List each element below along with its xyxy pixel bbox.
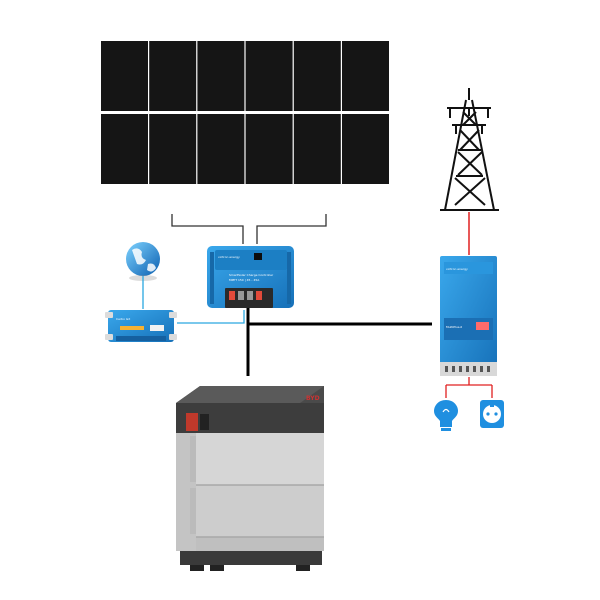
inverter-model: MultiPlus-II (446, 325, 462, 329)
pv-wiring (171, 214, 327, 244)
solar-panel (149, 114, 197, 184)
solar-panel (101, 114, 148, 184)
dc-bus-wiring (246, 308, 432, 376)
inverter-charger: victron energy MultiPlus-II (440, 256, 497, 376)
globe-icon (126, 242, 160, 281)
gx-label: Cerbo GX (116, 317, 130, 321)
solar-panel (293, 41, 341, 111)
ac-loads-wiring (445, 377, 493, 398)
power-socket-icon (480, 400, 504, 428)
solar-panel (197, 41, 245, 111)
solar-panel (293, 114, 341, 184)
solar-panel (245, 41, 293, 111)
solar-panel (101, 41, 148, 111)
controller-brand: victron energy (218, 255, 240, 259)
battery-brand: BYD (306, 395, 320, 402)
solar-panel (197, 114, 245, 184)
charge-controller: victron energy SmartSolar Charge Control… (207, 246, 294, 308)
light-bulb-icon (434, 400, 458, 431)
inverter-brand: victron energy (446, 267, 468, 271)
comm-wire-gx (177, 310, 245, 324)
solar-panel (342, 41, 389, 111)
solar-array (101, 41, 389, 184)
controller-model-line2: MPPT 150 | 45 - 45A (229, 278, 260, 282)
gx-device: Cerbo GX (105, 310, 177, 342)
battery-stack: BYD (176, 386, 324, 571)
solar-panel (149, 41, 197, 111)
controller-model-line1: SmartSolar Charge Controller (229, 273, 274, 277)
solar-panel (245, 114, 293, 184)
grid-pylon-icon (440, 88, 499, 211)
solar-panel (342, 114, 389, 184)
